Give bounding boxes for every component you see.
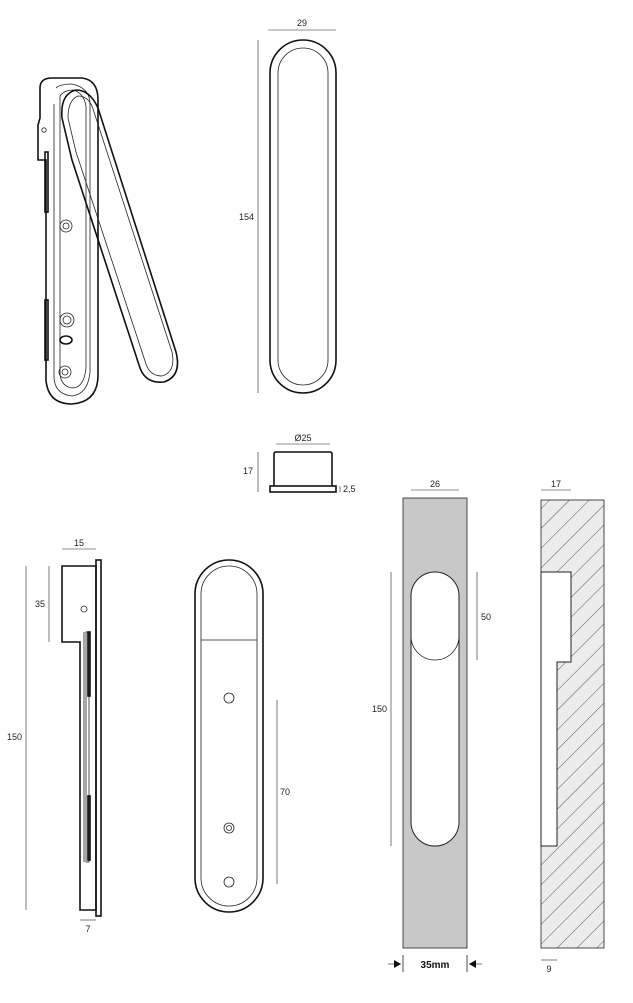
dim-door-thickness: 35mm [421,960,450,971]
dim-top-width: 29 [297,18,307,28]
dim-cutout-height: 150 [372,704,387,714]
top-view: 29 154 [239,18,337,394]
dim-cap-flange: 2,5 [343,484,356,494]
side-view: 15 35 150 7 [7,538,102,934]
dim-side-width: 15 [74,538,84,548]
section-view: 17 9 [540,479,605,974]
dim-side-bottom: 7 [85,924,90,934]
dim-section-bottom: 9 [546,964,551,974]
dim-cutout-top: 50 [481,612,491,622]
dim-top-height: 154 [239,212,254,222]
dim-front-slot: 70 [280,787,290,797]
dim-cap-height: 17 [243,466,253,476]
cutout-view: 26 50 150 35mm [372,479,491,972]
dim-section-depth: 17 [551,479,561,489]
dim-cap-diameter: Ø25 [294,433,311,443]
dim-cutout-width: 26 [430,479,440,489]
dim-side-height: 150 [7,732,22,742]
cap-detail: Ø25 17 2,5 [243,433,356,494]
front-view: 70 [194,559,290,913]
perspective-view [37,77,179,405]
dim-side-top: 35 [35,599,45,609]
